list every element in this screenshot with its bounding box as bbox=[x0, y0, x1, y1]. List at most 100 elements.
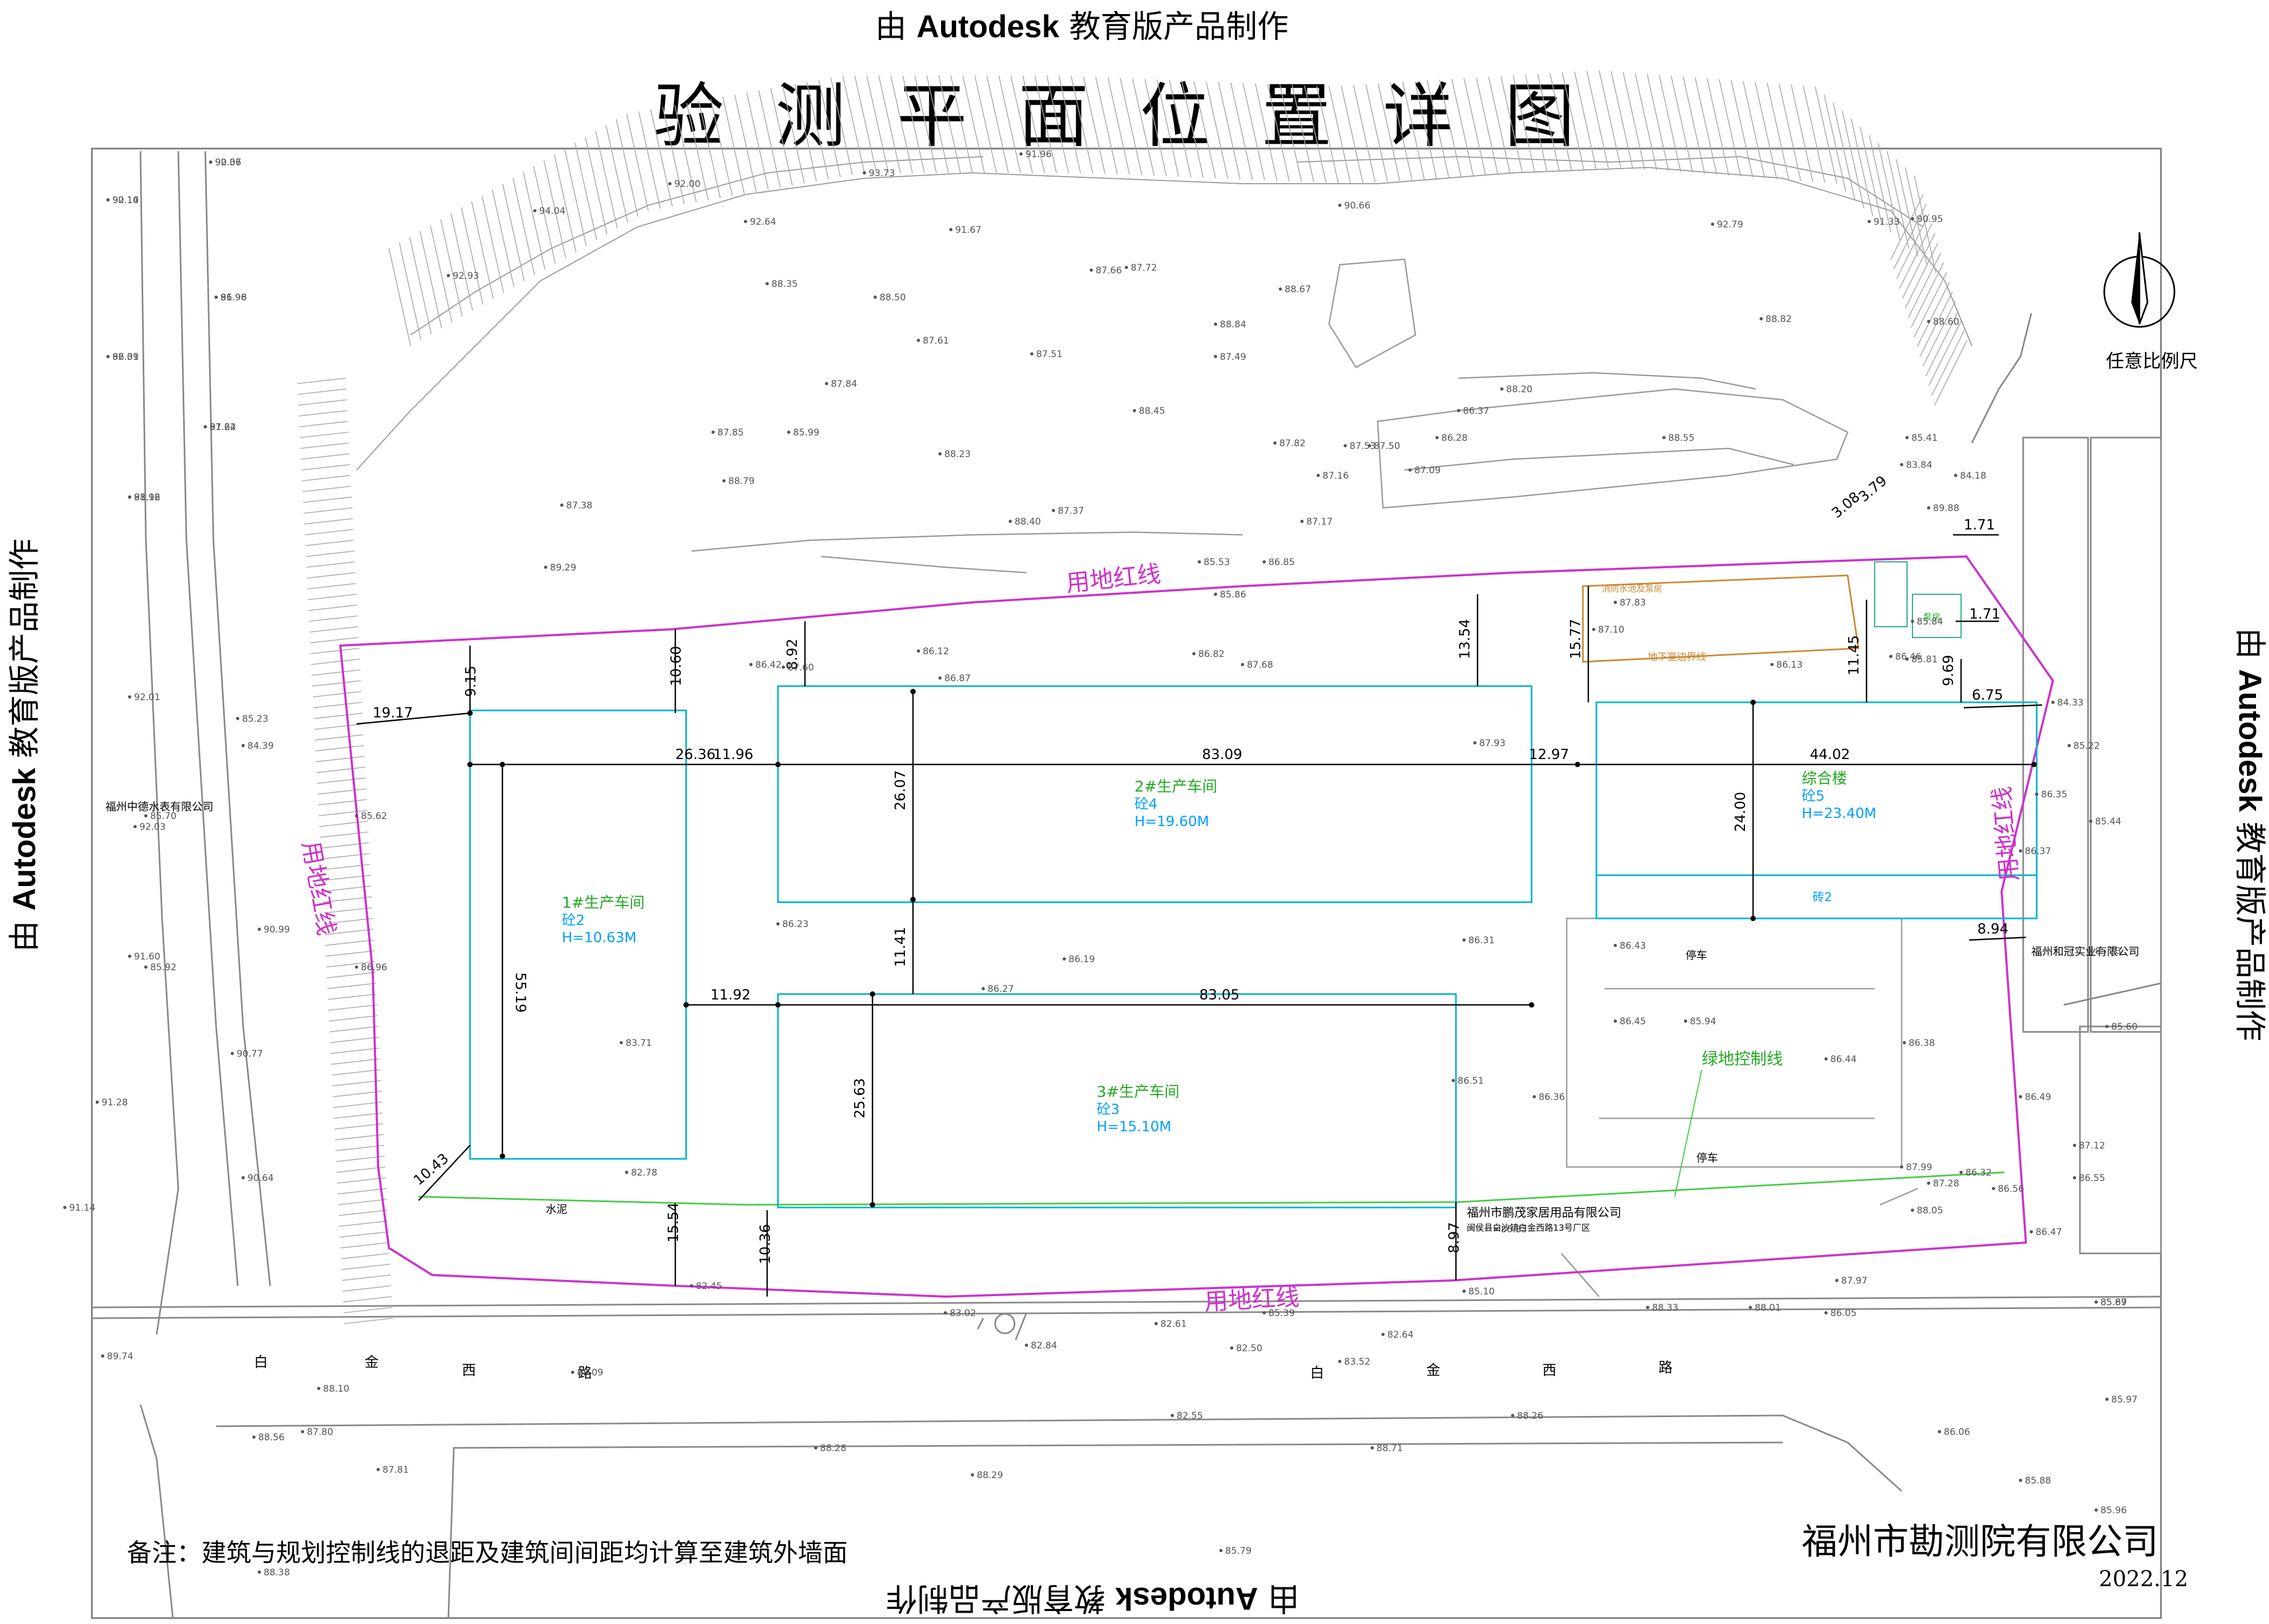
elevation-label: 87.66 bbox=[1096, 265, 1122, 276]
elevation-label: 88.26 bbox=[1517, 1411, 1543, 1421]
elevation-label: 85.69 bbox=[2100, 1297, 2127, 1308]
elevation-label: 91.64 bbox=[210, 422, 236, 433]
elevation-label: 85.87 bbox=[2100, 1297, 2127, 1308]
elevation-point-marker bbox=[1052, 509, 1055, 512]
parking-label: 停车 bbox=[1696, 1151, 1718, 1164]
elevation-label: 85.60 bbox=[2111, 1022, 2138, 1032]
elevation-label: 92.93 bbox=[453, 271, 479, 281]
elevation-point-marker bbox=[1646, 1306, 1649, 1309]
elevation-label: 88.71 bbox=[1377, 1443, 1403, 1454]
elevation-label: 86.27 bbox=[988, 984, 1014, 995]
dim-label: 1.71 bbox=[1969, 606, 2001, 622]
elevation-label: 85.97 bbox=[2111, 1394, 2138, 1405]
terrain-outlines bbox=[691, 258, 1918, 1297]
dim-label: 44.02 bbox=[1810, 747, 1850, 763]
elevation-label: 86.35 bbox=[2041, 789, 2067, 800]
elevation-label: 82.61 bbox=[1160, 1319, 1187, 1330]
elevation-label: 88.09 bbox=[577, 1367, 603, 1378]
dim-label: 10.36 bbox=[757, 1224, 774, 1264]
elevation-point-marker bbox=[2095, 1300, 2098, 1304]
elevation-point-marker bbox=[1125, 266, 1128, 269]
elevation-point-marker bbox=[2019, 1479, 2022, 1482]
elevation-point-marker bbox=[2073, 1144, 2076, 1147]
elevation-point-marker bbox=[128, 495, 131, 499]
elevation-label: 86.28 bbox=[1441, 433, 1468, 444]
dim-label: 55.19 bbox=[512, 972, 528, 1012]
elevation-point-marker bbox=[1273, 441, 1277, 445]
underground-label: 消防水池及泵房 bbox=[1602, 583, 1662, 594]
elevation-label: 87.83 bbox=[1620, 598, 1646, 608]
elevation-label: 87.85 bbox=[717, 427, 744, 438]
elevation-label: 86.37 bbox=[1463, 406, 1489, 417]
elevation-label: 88.40 bbox=[1015, 516, 1041, 527]
elevation-label: 86.37 bbox=[2025, 846, 2051, 857]
elevation-label: 87.93 bbox=[1479, 738, 1506, 749]
elevation-label: 85.96 bbox=[2100, 1505, 2127, 1516]
elevation-label: 89.88 bbox=[1933, 503, 1959, 514]
elevation-label: 86.42 bbox=[755, 660, 782, 670]
elevation-point-marker bbox=[258, 1571, 261, 1574]
elevation-point-marker bbox=[571, 1371, 574, 1374]
elevation-point-marker bbox=[1214, 355, 1217, 358]
elevation-point-marker bbox=[1927, 506, 1930, 509]
elevation-label: 85.53 bbox=[1204, 557, 1230, 568]
company-name: 福州市勘测院有限公司 bbox=[1802, 1521, 2158, 1562]
dim-label: 13.54 bbox=[1457, 619, 1473, 659]
elevation-point-marker bbox=[917, 649, 920, 653]
elevation-point-marker bbox=[241, 1176, 245, 1179]
building-5-material: 砼5 bbox=[1802, 788, 1825, 804]
elevation-label: 88.79 bbox=[728, 476, 755, 487]
elevation-point-marker bbox=[1511, 1414, 1514, 1417]
dim-label: 26.07 bbox=[892, 770, 909, 810]
elevation-point-marker bbox=[1338, 204, 1341, 207]
elevation-point-marker bbox=[1905, 657, 1909, 661]
elevation-label: 86.47 bbox=[2036, 1227, 2062, 1238]
elevation-point-marker bbox=[1662, 436, 1666, 439]
elevation-label: 87.72 bbox=[1131, 263, 1157, 273]
elevation-label: 85.33 bbox=[2095, 946, 2122, 957]
elevation-label: 91.60 bbox=[134, 951, 160, 962]
elevation-label: 88.23 bbox=[944, 449, 971, 460]
building-1-height: H=10.63M bbox=[562, 930, 636, 946]
elevation-point-marker bbox=[776, 922, 780, 925]
elevation-label: 92.01 bbox=[134, 692, 160, 703]
elevation-point-marker bbox=[1219, 1549, 1223, 1552]
elevation-label: 88.60 bbox=[1933, 317, 1959, 327]
elevation-label: 85.62 bbox=[361, 811, 387, 822]
building-3-name: 3#生产车间 bbox=[1097, 1083, 1179, 1100]
fire-pool-outline bbox=[1874, 561, 1908, 627]
north-arrow-icon bbox=[2103, 232, 2176, 328]
elevation-point-marker bbox=[1533, 1095, 1536, 1098]
elevation-point-marker bbox=[301, 1430, 304, 1433]
elevation-label: 85.79 bbox=[1225, 1546, 1252, 1556]
elevation-label: 92.79 bbox=[1717, 219, 1743, 230]
elevation-label: 87.68 bbox=[1247, 660, 1273, 670]
building-5-outline bbox=[1595, 701, 2038, 920]
elevation-label: 86.19 bbox=[1069, 954, 1095, 965]
elevation-points: 92.3792.1491.9892.0991.6491.9292.0192.03… bbox=[63, 149, 2138, 1578]
elevation-label: 85.39 bbox=[1268, 1308, 1295, 1319]
elevation-label: 88.20 bbox=[1506, 384, 1533, 395]
bottom-road bbox=[91, 1296, 2161, 1619]
elevation-point-marker bbox=[971, 1473, 974, 1477]
elevation-point-marker bbox=[204, 425, 207, 428]
map-title: 验测平面位置详图 bbox=[654, 75, 1627, 157]
elevation-point-marker bbox=[1495, 1227, 1498, 1231]
elevation-point-marker bbox=[1824, 1057, 1828, 1061]
elevation-label: 92.14 bbox=[112, 195, 139, 206]
elevation-point-marker bbox=[1959, 1171, 1963, 1174]
date-label: 2022.12 bbox=[2099, 1567, 2189, 1592]
dim-label: 10.43 bbox=[411, 1151, 452, 1189]
road-label: 路 bbox=[578, 1365, 592, 1381]
elevation-label: 87.37 bbox=[1058, 506, 1084, 516]
elevation-label: 86.56 bbox=[1998, 1184, 2024, 1194]
elevation-label: 88.38 bbox=[264, 1567, 290, 1578]
elevation-point-marker bbox=[1614, 944, 1617, 947]
elevation-label: 88.55 bbox=[1668, 433, 1695, 444]
elevation-point-marker bbox=[1263, 560, 1266, 563]
elevation-label: 88.29 bbox=[977, 1470, 1003, 1481]
elevation-point-marker bbox=[258, 928, 261, 931]
elevation-label: 87.53 bbox=[1350, 441, 1376, 452]
building-1-outline bbox=[469, 709, 687, 1160]
elevation-label: 82.84 bbox=[1031, 1340, 1057, 1351]
